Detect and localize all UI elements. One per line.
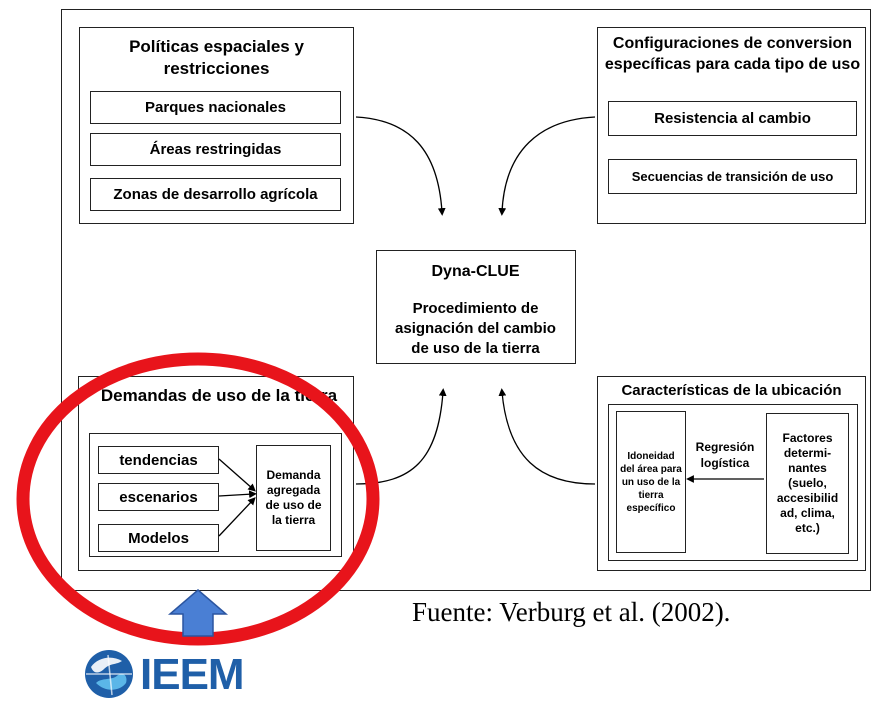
policy-item-restricted: Áreas restringidas	[90, 133, 341, 166]
demand-panel: Demandas de uso de la tierra tendencias …	[78, 376, 354, 571]
location-title: Características de la ubicación	[621, 382, 842, 399]
arrow-policies-to-center	[355, 116, 446, 216]
conversion-title: Configuraciones de conversion específica…	[604, 35, 861, 73]
source-citation: Fuente: Verburg et al. (2002).	[412, 597, 731, 627]
arrow-conversion-to-center	[498, 116, 596, 216]
dyna-clue-box: Dyna-CLUE Procedimiento de asignación de…	[376, 250, 576, 364]
conversion-panel: Configuraciones de conversion específica…	[597, 27, 866, 224]
logo-text: IEEM	[140, 650, 245, 699]
ieem-logo: IEEM	[82, 649, 292, 701]
conversion-item-sequences: Secuencias de transición de uso	[608, 159, 857, 194]
policy-item-agricultural: Zonas de desarrollo agrícola	[90, 178, 341, 211]
dyna-clue-subtitle: Procedimiento de asignación del cambio d…	[395, 300, 556, 357]
location-factors: Factores determi-nantes (suelo, accesibi…	[766, 413, 849, 554]
globe-logo-icon	[85, 650, 133, 698]
location-suitability: Idoneidad del área para un uso de la tie…	[616, 411, 686, 553]
location-panel: Características de la ubicación Idoneida…	[597, 376, 866, 571]
demand-aggregate: Demanda agregada de uso de la tierra	[256, 445, 331, 551]
arrow-location-to-center	[498, 388, 596, 485]
location-regression: Regresión logística	[695, 440, 755, 470]
demand-title: Demandas de uso de la tierra	[100, 386, 338, 405]
demand-input-trends: tendencias	[98, 446, 219, 474]
policy-item-parks: Parques nacionales	[90, 91, 341, 124]
conversion-item-resistance: Resistencia al cambio	[608, 101, 857, 136]
demand-input-scenarios: escenarios	[98, 483, 219, 511]
dyna-clue-title: Dyna-CLUE	[431, 263, 520, 280]
arrow-trends-to-aggregate	[218, 458, 256, 492]
arrow-scenarios-to-aggregate	[218, 490, 257, 499]
policies-title: Políticas espaciales y restricciones	[129, 37, 304, 78]
policies-panel: Políticas espaciales y restricciones Par…	[79, 27, 354, 224]
arrow-models-to-aggregate	[218, 497, 256, 537]
demand-input-models: Modelos	[98, 524, 219, 552]
